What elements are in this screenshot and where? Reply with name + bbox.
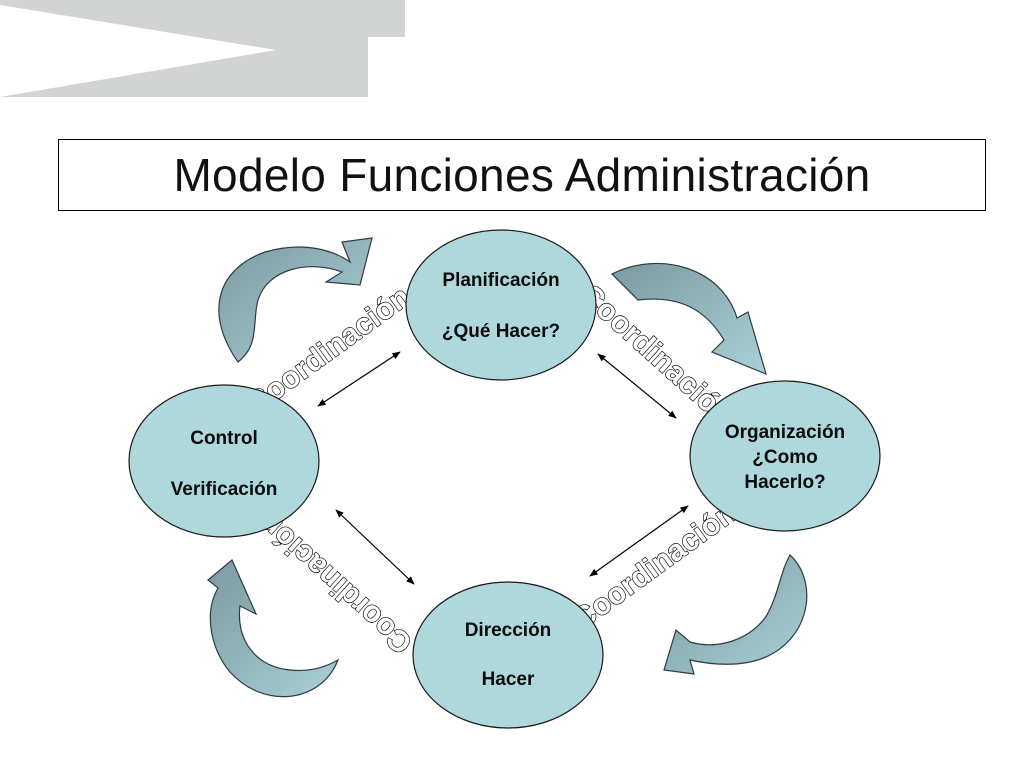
node-organizacion-title: Organización	[725, 422, 845, 443]
curved-arrow-top-left	[218, 237, 373, 363]
curved-arrow-bottom-right	[663, 554, 808, 675]
node-direccion: Dirección Hacer	[412, 581, 604, 729]
node-organizacion-line3: Hacerlo?	[744, 472, 825, 493]
connector-arrow-bottom-right	[589, 505, 689, 577]
curved-arrow-bottom-left	[207, 559, 340, 698]
node-organizacion-line2: ¿Como	[752, 447, 817, 468]
header-banner-shape	[0, 0, 405, 97]
node-planificacion: Planificación ¿Qué Hacer?	[405, 229, 597, 381]
node-control: Control Verificación	[128, 384, 320, 538]
node-control-title: Control	[190, 428, 258, 449]
connector-arrow-bottom-left	[335, 509, 415, 585]
node-organizacion: Organización ¿Como Hacerlo?	[689, 380, 881, 532]
connector-arrow-top-left	[317, 351, 401, 407]
node-control-subtitle: Verificación	[171, 479, 278, 500]
page-title: Modelo Funciones Administración	[173, 149, 871, 201]
node-planificacion-title: Planificación	[442, 270, 559, 291]
node-planificacion-subtitle: ¿Qué Hacer?	[442, 321, 560, 342]
title-box: Modelo Funciones Administración	[58, 139, 986, 211]
coordination-label-bottom-left: Coordinación	[253, 506, 419, 660]
node-direccion-title: Dirección	[465, 620, 552, 641]
curved-arrow-top-right	[610, 262, 767, 376]
connector-arrow-top-right	[597, 353, 677, 419]
node-direccion-subtitle: Hacer	[482, 669, 535, 690]
coordination-label-bottom-right: Coordinación	[567, 496, 743, 636]
